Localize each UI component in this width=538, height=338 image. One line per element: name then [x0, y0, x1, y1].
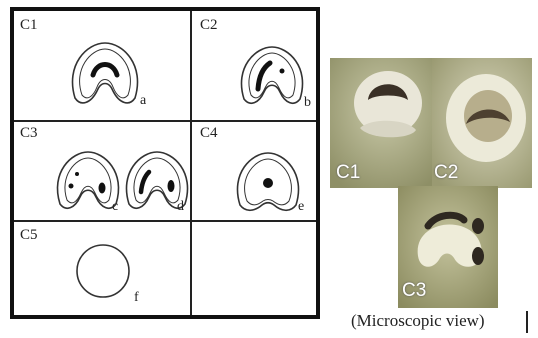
sub-label-e: e	[298, 199, 304, 215]
sub-label-a: a	[140, 93, 146, 109]
caption-cursor-bar	[526, 311, 528, 333]
c4-horseshoe-outline	[237, 153, 298, 210]
sub-label-b: b	[304, 95, 311, 111]
cell-label-c3: C3	[20, 125, 38, 142]
c5-circle-outline	[77, 245, 129, 297]
photo-c3: C3	[398, 186, 498, 308]
canal-diagrams	[14, 11, 316, 315]
photo-c1: C1	[330, 58, 438, 188]
cell-label-c1: C1	[20, 17, 38, 34]
schematic-grid: C1 C2 C3 C4 C5 a b c d e f	[10, 7, 320, 319]
photo-label-c2: C2	[434, 162, 458, 184]
sub-label-f: f	[134, 290, 139, 306]
cell-label-c5: C5	[20, 227, 38, 244]
photo-label-c1: C1	[336, 162, 360, 184]
sub-label-d: d	[177, 199, 184, 215]
c2-horseshoe-outline	[241, 47, 302, 103]
cell-label-c4: C4	[200, 125, 218, 142]
figure-caption: (Microscopic view)	[351, 311, 485, 331]
c3-horseshoe-outline-c	[57, 152, 118, 208]
photo-c2: C2	[432, 58, 532, 188]
c1-horseshoe-outline	[72, 43, 137, 103]
sub-label-c: c	[112, 199, 118, 215]
photo-label-c3: C3	[402, 280, 426, 302]
cell-label-c2: C2	[200, 17, 218, 34]
